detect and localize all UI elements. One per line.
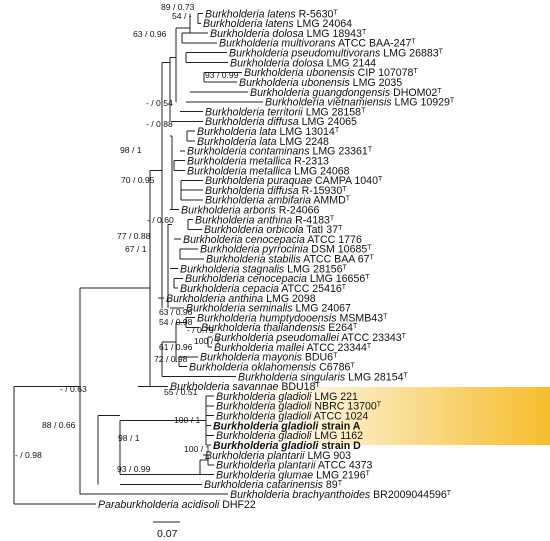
taxon-label: Burkholderia thailandensis E264T xyxy=(201,322,358,334)
support-value: 63 / 0.96 xyxy=(133,29,167,39)
taxon-label: Burkholderia ambifaria AMMDT xyxy=(205,195,351,207)
support-value: 54 / 0.98 xyxy=(159,317,193,327)
taxon-label: Burkholderia metallica LMG 24068 xyxy=(187,165,350,177)
taxon-label: Burkholderia humptydooensis MSMB43T xyxy=(197,312,388,324)
support-value: - / 0.88 xyxy=(146,119,173,129)
taxon-label: Burkholderia orbicola TatI 37T xyxy=(204,224,343,236)
taxon-label: Burkholderia diffusa LMG 24065 xyxy=(205,116,357,128)
taxon-label: Burkholderia anthina LMG 2098 xyxy=(166,293,316,305)
taxon-label: Burkholderia multivorans ATCC BAA-247T xyxy=(219,38,416,50)
taxon-label: Burkholderia mayonis BDU6T xyxy=(200,352,338,364)
taxon-label: Burkholderia dolosa LMG 18943T xyxy=(210,28,367,40)
taxon-label: Burkholderia gladioli LMG 1162 xyxy=(216,430,363,442)
taxon-label: Burkholderia pseudomultivorans LMG 26883… xyxy=(229,48,444,60)
taxon-labels: Burkholderia latens R-5630TBurkholderia … xyxy=(98,8,455,511)
support-value: 77 / 0.88 xyxy=(117,231,151,241)
taxon-label: Burkholderia latens LMG 24064 xyxy=(203,18,352,30)
taxon-label: Burkholderia anthina R-4183T xyxy=(195,214,335,226)
taxon-label: Burkholderia brachyanthoides BR200904459… xyxy=(230,489,452,501)
taxon-label: Burkholderia plantarii LMG 903 xyxy=(205,450,351,462)
support-value: 61 / 0.96 xyxy=(159,342,193,352)
taxon-label: Burkholderia metallica R-2313 xyxy=(187,155,329,167)
taxon-label: Burkholderia puraquae CAMPA 1040T xyxy=(205,175,383,187)
taxon-label: Burkholderia mallei ATCC 23344T xyxy=(214,342,372,354)
taxon-label: Burkholderia catarinensis 89T xyxy=(204,479,343,491)
taxon-label: Burkholderia latens R-5630T xyxy=(205,8,338,20)
support-value: 98 / 1 xyxy=(120,145,142,155)
support-value: 70 / 0.95 xyxy=(121,175,155,185)
taxon-label: Burkholderia gladioli LMG 221 xyxy=(216,391,358,403)
support-value: - / 0.60 xyxy=(147,215,174,225)
taxon-label: Burkholderia ubonensis LMG 2035 xyxy=(239,77,402,89)
support-value: - / 0.63 xyxy=(60,384,87,394)
support-value: 93 / 0.99 xyxy=(117,464,151,474)
taxon-label: Burkholderia cenocepacia ATCC 1776 xyxy=(183,234,362,246)
taxon-label: Burkholderia stabilis ATCC BAA 67T xyxy=(206,254,375,266)
support-value: 93 / 0.99 xyxy=(205,70,239,80)
tree-branches xyxy=(13,13,263,505)
taxon-label: Burkholderia territorii LMG 28158T xyxy=(205,106,366,118)
taxon-label: Burkholderia diffusa R-15930T xyxy=(205,185,347,197)
taxon-label: Burkholderia pyrrocinia DSM 10685T xyxy=(200,244,372,256)
support-value: 100 / 1 xyxy=(194,336,221,346)
taxon-label: Burkholderia savannae BDU18T xyxy=(170,381,320,393)
taxon-label: Burkholderia cenocepacia LMG 16656T xyxy=(185,273,370,285)
support-value: 88 / 0.66 xyxy=(42,420,76,430)
taxon-label: Burkholderia oklahomensis C6786T xyxy=(189,361,355,373)
support-value: 100 / 1 xyxy=(174,415,201,425)
taxon-label: Burkholderia plantarii ATCC 4373 xyxy=(216,460,373,472)
taxon-label: Burkholderia gladioli NBRC 13700T xyxy=(216,401,382,413)
support-value: 67 / 1 xyxy=(125,244,147,254)
taxon-label: Burkholderia arboris R-24066 xyxy=(181,205,320,217)
taxon-label: Burkholderia vietnamiensis LMG 10929T xyxy=(265,97,455,109)
taxon-label: Burkholderia gladioli strain D xyxy=(213,440,361,452)
taxon-label: Burkholderia contaminans LMG 23361T xyxy=(187,146,373,158)
support-value: - / 0.54 xyxy=(146,98,173,108)
support-value: 98 / 1 xyxy=(118,433,140,443)
support-value: 72 / 0.98 xyxy=(154,354,188,364)
taxon-label: Burkholderia lata LMG 13014T xyxy=(197,126,340,138)
taxon-label: Burkholderia pseudomallei ATCC 23343T xyxy=(214,332,407,344)
taxon-label: Burkholderia glumae LMG 2196T xyxy=(216,469,371,481)
taxon-label: Burkholderia guangdongensis DHOM02T xyxy=(250,87,442,99)
taxon-label: Burkholderia dolosa LMG 2144 xyxy=(230,57,376,69)
support-value: - / 0.79 xyxy=(187,325,214,335)
taxon-label: Burkholderia seminalis LMG 24067 xyxy=(186,303,351,315)
taxon-label: Burkholderia ubonensis CIP 107078T xyxy=(244,67,418,79)
scale-bar: 0.07 xyxy=(153,521,180,540)
taxon-label: Burkholderia gladioli strain A xyxy=(213,420,361,432)
scale-bar-label: 0.07 xyxy=(157,528,178,540)
support-value: - / 0.98 xyxy=(15,450,42,460)
support-value: 63 / 0.96 xyxy=(159,307,193,317)
taxon-label: Burkholderia cepacia ATCC 25416T xyxy=(180,283,347,295)
taxon-label: Paraburkholderia acidisoli DHF22 xyxy=(98,499,256,511)
support-value: 89 / 0.73 xyxy=(161,2,195,12)
taxon-label: Burkholderia singularis LMG 28154T xyxy=(238,371,408,383)
taxon-label: Burkholderia stagnalis LMG 28156T xyxy=(180,263,348,275)
taxon-label: Burkholderia gladioli ATCC 1024 xyxy=(216,411,368,423)
support-value: 55 / 0.51 xyxy=(164,387,198,397)
taxon-label: Burkholderia lata LMG 2248 xyxy=(197,136,329,148)
support-value: 54 / - xyxy=(172,11,192,21)
gladioli-clade-highlight xyxy=(205,387,550,445)
support-value: 100 / 1 xyxy=(184,444,211,454)
